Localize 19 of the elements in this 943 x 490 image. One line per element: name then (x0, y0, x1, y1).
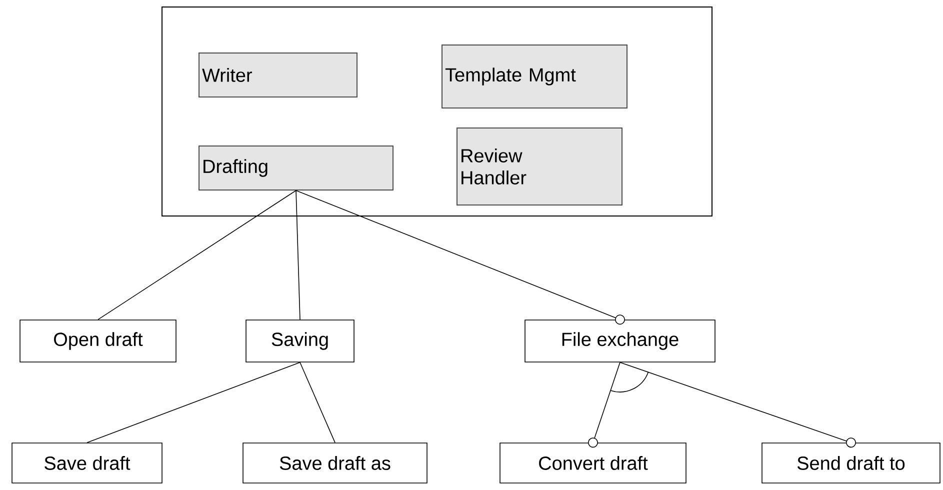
feature-box: Save draft as (242, 442, 428, 484)
connector-line (620, 362, 856, 448)
connector-line (588, 362, 620, 448)
feature-box: File exchange (524, 320, 716, 362)
feature-box: Writer (198, 52, 358, 98)
connector-line (98, 190, 296, 320)
frame-box (162, 6, 712, 216)
feature-box: Send draft to (762, 442, 940, 484)
connector-line (296, 190, 300, 320)
feature-box: Convert draft (500, 442, 686, 484)
connector-line (86, 362, 300, 443)
feature-box: Review Handler (456, 128, 622, 206)
connector-line (296, 190, 625, 325)
feature-box: Saving (246, 320, 354, 362)
feature-box: Save draft (12, 442, 162, 484)
feature-box: Template Mgmt (442, 44, 628, 108)
feature-box: Open draft (20, 320, 176, 362)
connector-line (300, 362, 336, 443)
feature-box: Drafting (198, 146, 394, 190)
